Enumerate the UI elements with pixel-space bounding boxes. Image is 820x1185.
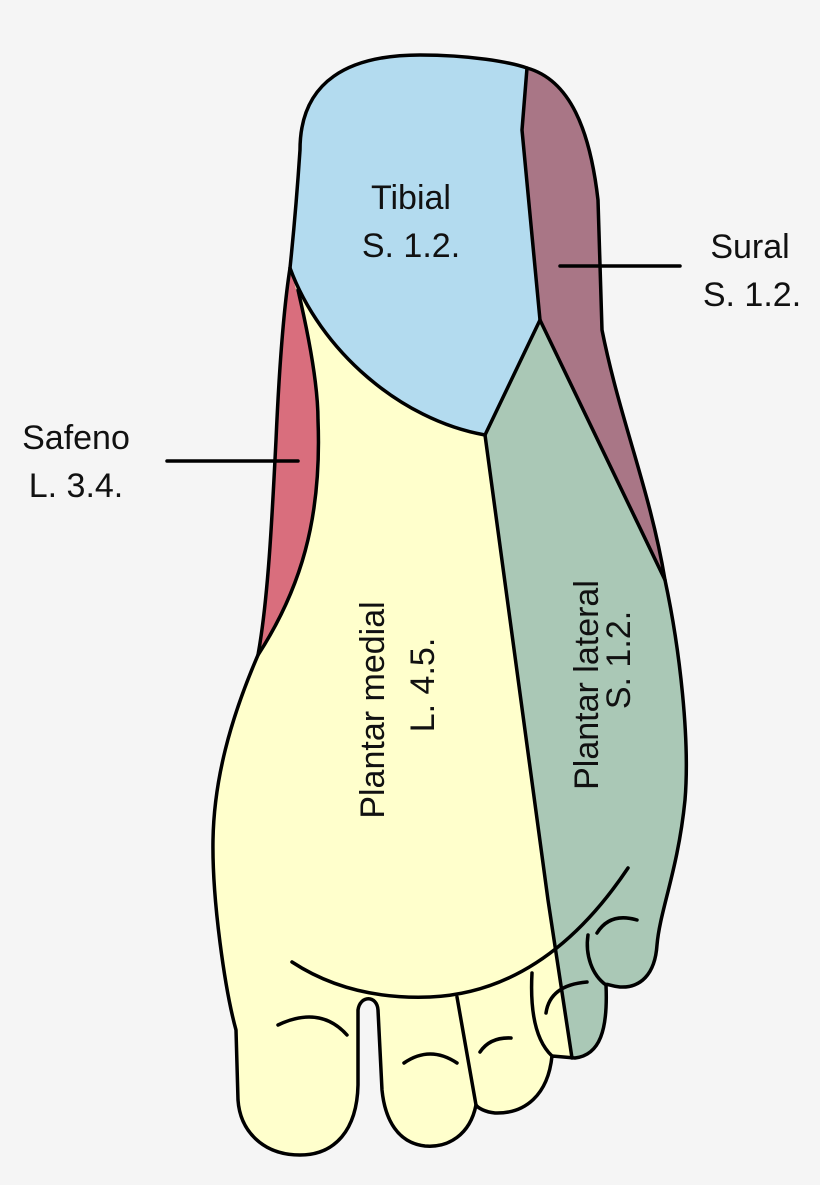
label-plantar-lateral-name: Plantar lateral	[568, 580, 606, 790]
foot-outline	[211, 53, 689, 1157]
boundary-medial-lateral	[483, 433, 574, 1060]
label-tibial-root: S. 1.2.	[362, 227, 460, 265]
forefoot-crease	[290, 866, 630, 999]
label-safeno-name: Safeno	[22, 419, 130, 457]
label-sural-root: S. 1.2.	[703, 276, 801, 314]
boundary-tibial-medial	[288, 266, 487, 437]
toe-divider-4-5	[585, 933, 608, 987]
label-plantar-medial-root: L. 4.5.	[404, 638, 442, 733]
label-safeno-root: L. 3.4.	[29, 467, 124, 505]
label-sural-name: Sural	[710, 228, 789, 266]
toenail-3	[478, 1036, 513, 1054]
toenail-4	[544, 980, 589, 1015]
boundary-tibial-sural	[520, 66, 667, 582]
toe-divider-3-4	[529, 971, 554, 1058]
toe-divider-2-3	[455, 995, 478, 1107]
label-plantar-medial-name: Plantar medial	[354, 601, 392, 818]
toenail-1	[276, 1015, 349, 1037]
toenail-2	[402, 1052, 459, 1065]
region-tibial	[212, 55, 540, 435]
label-plantar-lateral-root: S. 1.2.	[600, 611, 638, 709]
label-tibial-name: Tibial	[371, 179, 451, 217]
toenail-5	[595, 916, 639, 935]
boundary-tibial-lateral	[483, 318, 542, 437]
boundary-safeno	[256, 288, 321, 657]
